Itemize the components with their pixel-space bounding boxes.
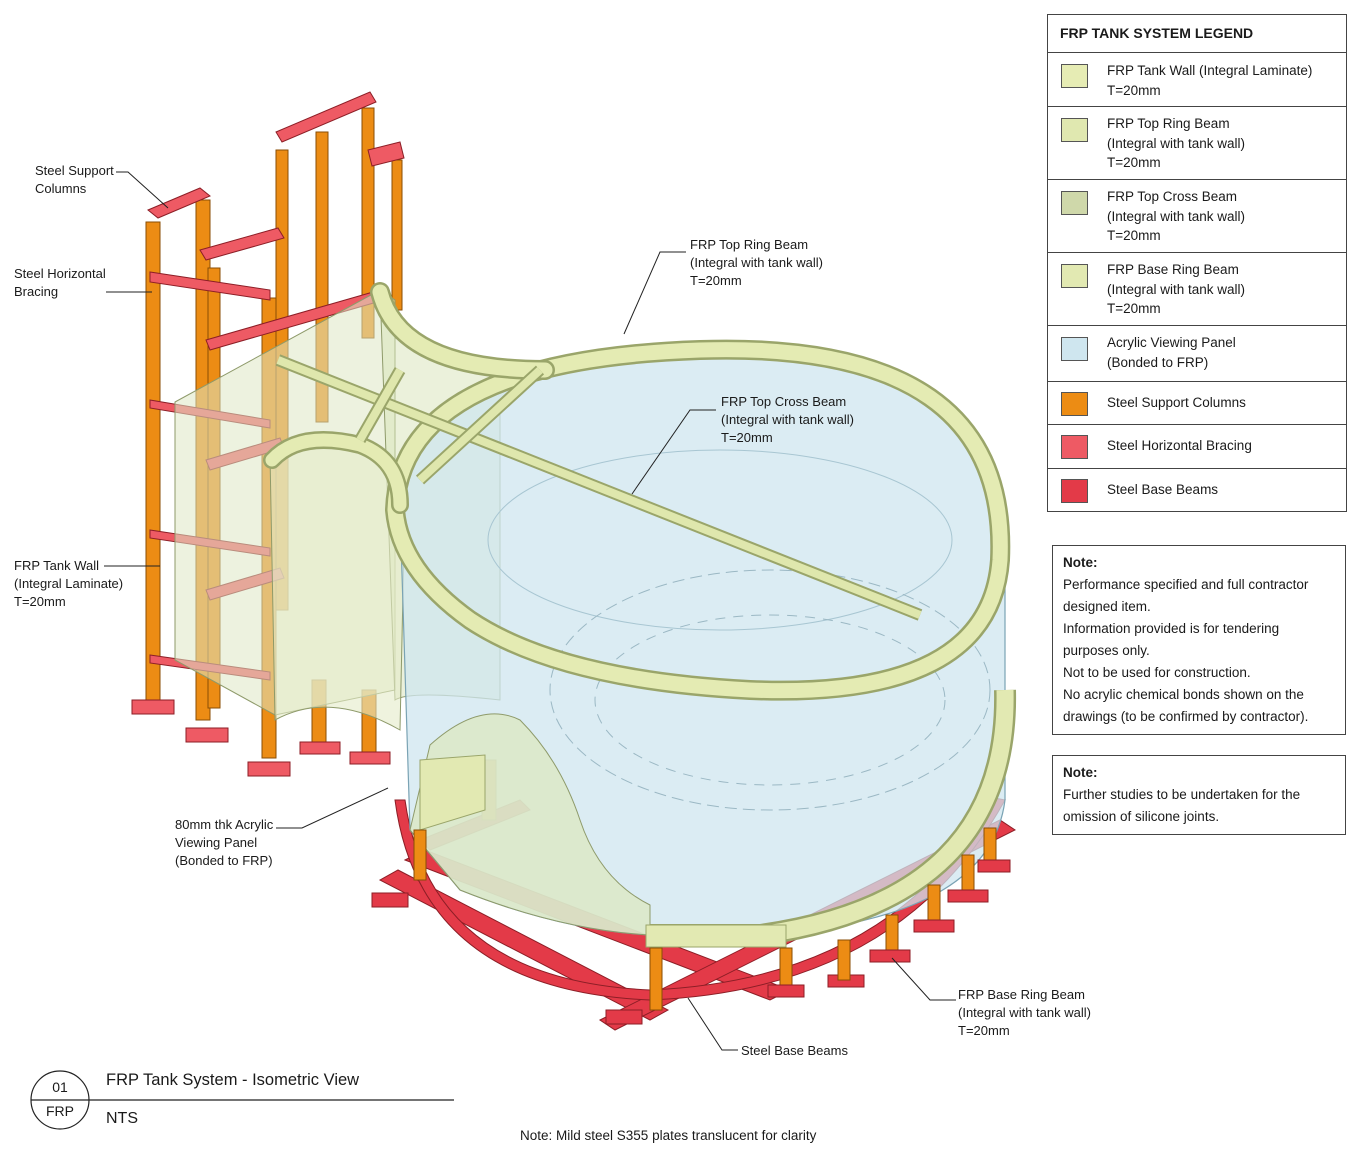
note-box-silicone: Note: Further studies to be undertaken f… — [1052, 755, 1346, 835]
note-line: Performance specified and full contracto… — [1063, 577, 1309, 592]
legend-item: Steel Support Columns — [1048, 382, 1346, 425]
note-box-performance: Note: Performance specified and full con… — [1052, 545, 1346, 735]
legend-label: FRP Top Ring Beam (Integral with tank wa… — [1107, 116, 1246, 170]
note-heading: Note: — [1063, 765, 1098, 780]
drawing-title: FRP Tank System - Isometric View — [106, 1071, 360, 1089]
drawing-code: FRP — [46, 1103, 74, 1119]
callout-frp-top-ring-beam: FRP Top Ring Beam (Integral with tank wa… — [690, 237, 823, 288]
legend-swatch — [1061, 392, 1088, 416]
legend-label: Steel Support Columns — [1107, 395, 1246, 410]
legend-swatch — [1061, 435, 1088, 459]
drawing-scale: NTS — [106, 1110, 138, 1127]
note-line: No acrylic chemical bonds shown on the — [1063, 687, 1304, 702]
legend-swatch — [1061, 479, 1088, 503]
callout-frp-top-cross-beam: FRP Top Cross Beam (Integral with tank w… — [721, 394, 854, 445]
frp-top-cross-beam — [275, 354, 923, 621]
legend-swatch — [1061, 264, 1088, 288]
callout-steel-base-beams: Steel Base Beams — [741, 1043, 848, 1058]
note-line: drawings (to be confirmed by contractor)… — [1063, 709, 1309, 724]
legend-swatch — [1061, 118, 1088, 142]
note-line: Information provided is for tendering — [1063, 621, 1280, 636]
legend-label: FRP Top Cross Beam (Integral with tank w… — [1107, 189, 1246, 243]
note-line: purposes only. — [1063, 643, 1150, 658]
legend-label: Steel Horizontal Bracing — [1107, 438, 1252, 453]
title-block-graphics — [30, 1070, 454, 1130]
legend-item: FRP Base Ring Beam (Integral with tank w… — [1048, 253, 1346, 326]
drawing-number: 01 — [52, 1079, 68, 1095]
leader-lines — [104, 171, 956, 1051]
legend-item: FRP Top Cross Beam (Integral with tank w… — [1048, 180, 1346, 253]
legend-label: Steel Base Beams — [1107, 482, 1219, 497]
legend-swatch — [1061, 64, 1088, 88]
steel-cylinder-legs — [413, 827, 1011, 1011]
note-heading: Note: — [1063, 555, 1098, 570]
callout-acrylic-panel: 80mm thk Acrylic Viewing Panel (Bonded t… — [175, 817, 274, 868]
legend-label: FRP Tank Wall (Integral Laminate) T=20mm — [1107, 63, 1313, 98]
note-line: Further studies to be undertaken for the — [1063, 787, 1301, 802]
legend-item: Steel Horizontal Bracing — [1048, 425, 1346, 469]
legend-item: FRP Tank Wall (Integral Laminate) T=20mm — [1048, 53, 1346, 107]
legend-label: Acrylic Viewing Panel (Bonded to FRP) — [1107, 335, 1236, 370]
legend-swatch — [1061, 191, 1088, 215]
footer-note: Note: Mild steel S355 plates translucent… — [520, 1128, 817, 1143]
frp-top-ring-beam — [263, 282, 1011, 701]
note-line: designed item. — [1063, 599, 1151, 614]
legend-label: FRP Base Ring Beam (Integral with tank w… — [1107, 262, 1246, 316]
legend-item: FRP Top Ring Beam (Integral with tank wa… — [1048, 107, 1346, 180]
note-line: Not to be used for construction. — [1063, 665, 1251, 680]
legend-swatch — [1061, 337, 1088, 361]
legend: FRP TANK SYSTEM LEGEND FRP Tank Wall (In… — [1047, 14, 1347, 512]
legend-item: Steel Base Beams — [1048, 469, 1346, 511]
callout-frp-base-ring-beam: FRP Base Ring Beam (Integral with tank w… — [958, 987, 1091, 1038]
note-line: omission of silicone joints. — [1063, 809, 1220, 824]
frp-base-ring-beam — [419, 689, 1017, 948]
callout-frp-tank-wall: FRP Tank Wall (Integral Laminate) T=20mm — [14, 558, 124, 609]
callout-steel-support-columns: Steel Support Columns — [35, 163, 114, 196]
legend-item: Acrylic Viewing Panel (Bonded to FRP) — [1048, 326, 1346, 382]
legend-title: FRP TANK SYSTEM LEGEND — [1048, 15, 1346, 53]
callout-steel-horizontal-bracing: Steel Horizontal Bracing — [14, 266, 106, 299]
